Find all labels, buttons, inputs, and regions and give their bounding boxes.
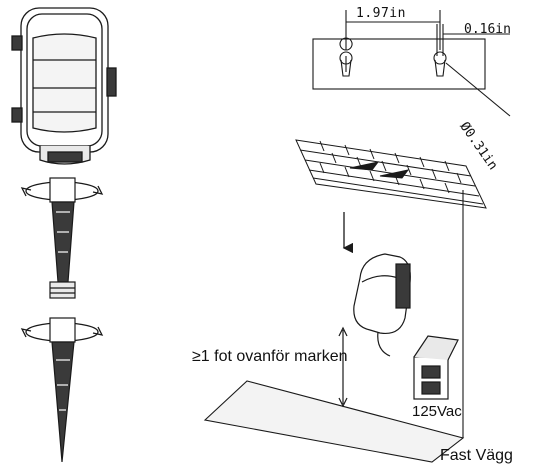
height-marker-icon <box>338 326 348 408</box>
mounting-template <box>312 10 511 117</box>
height-note-label: ≥1 fot ovanför marken <box>192 348 348 365</box>
brick-wall-icon <box>295 139 487 209</box>
mounted-device-icon <box>353 253 411 357</box>
slot-width-dimension: 0.16in <box>464 22 511 37</box>
wall-label: Fast Vägg <box>440 447 513 464</box>
ground-stake-upper-icon <box>49 177 76 299</box>
ground-stake-lower-icon <box>49 317 76 463</box>
power-outlet-icon <box>413 335 459 400</box>
device-box-icon <box>11 7 117 165</box>
voltage-label: 125Vac <box>412 403 462 420</box>
hole-spacing-dimension: 1.97in <box>356 6 406 21</box>
wall-floor-scene <box>203 190 465 463</box>
